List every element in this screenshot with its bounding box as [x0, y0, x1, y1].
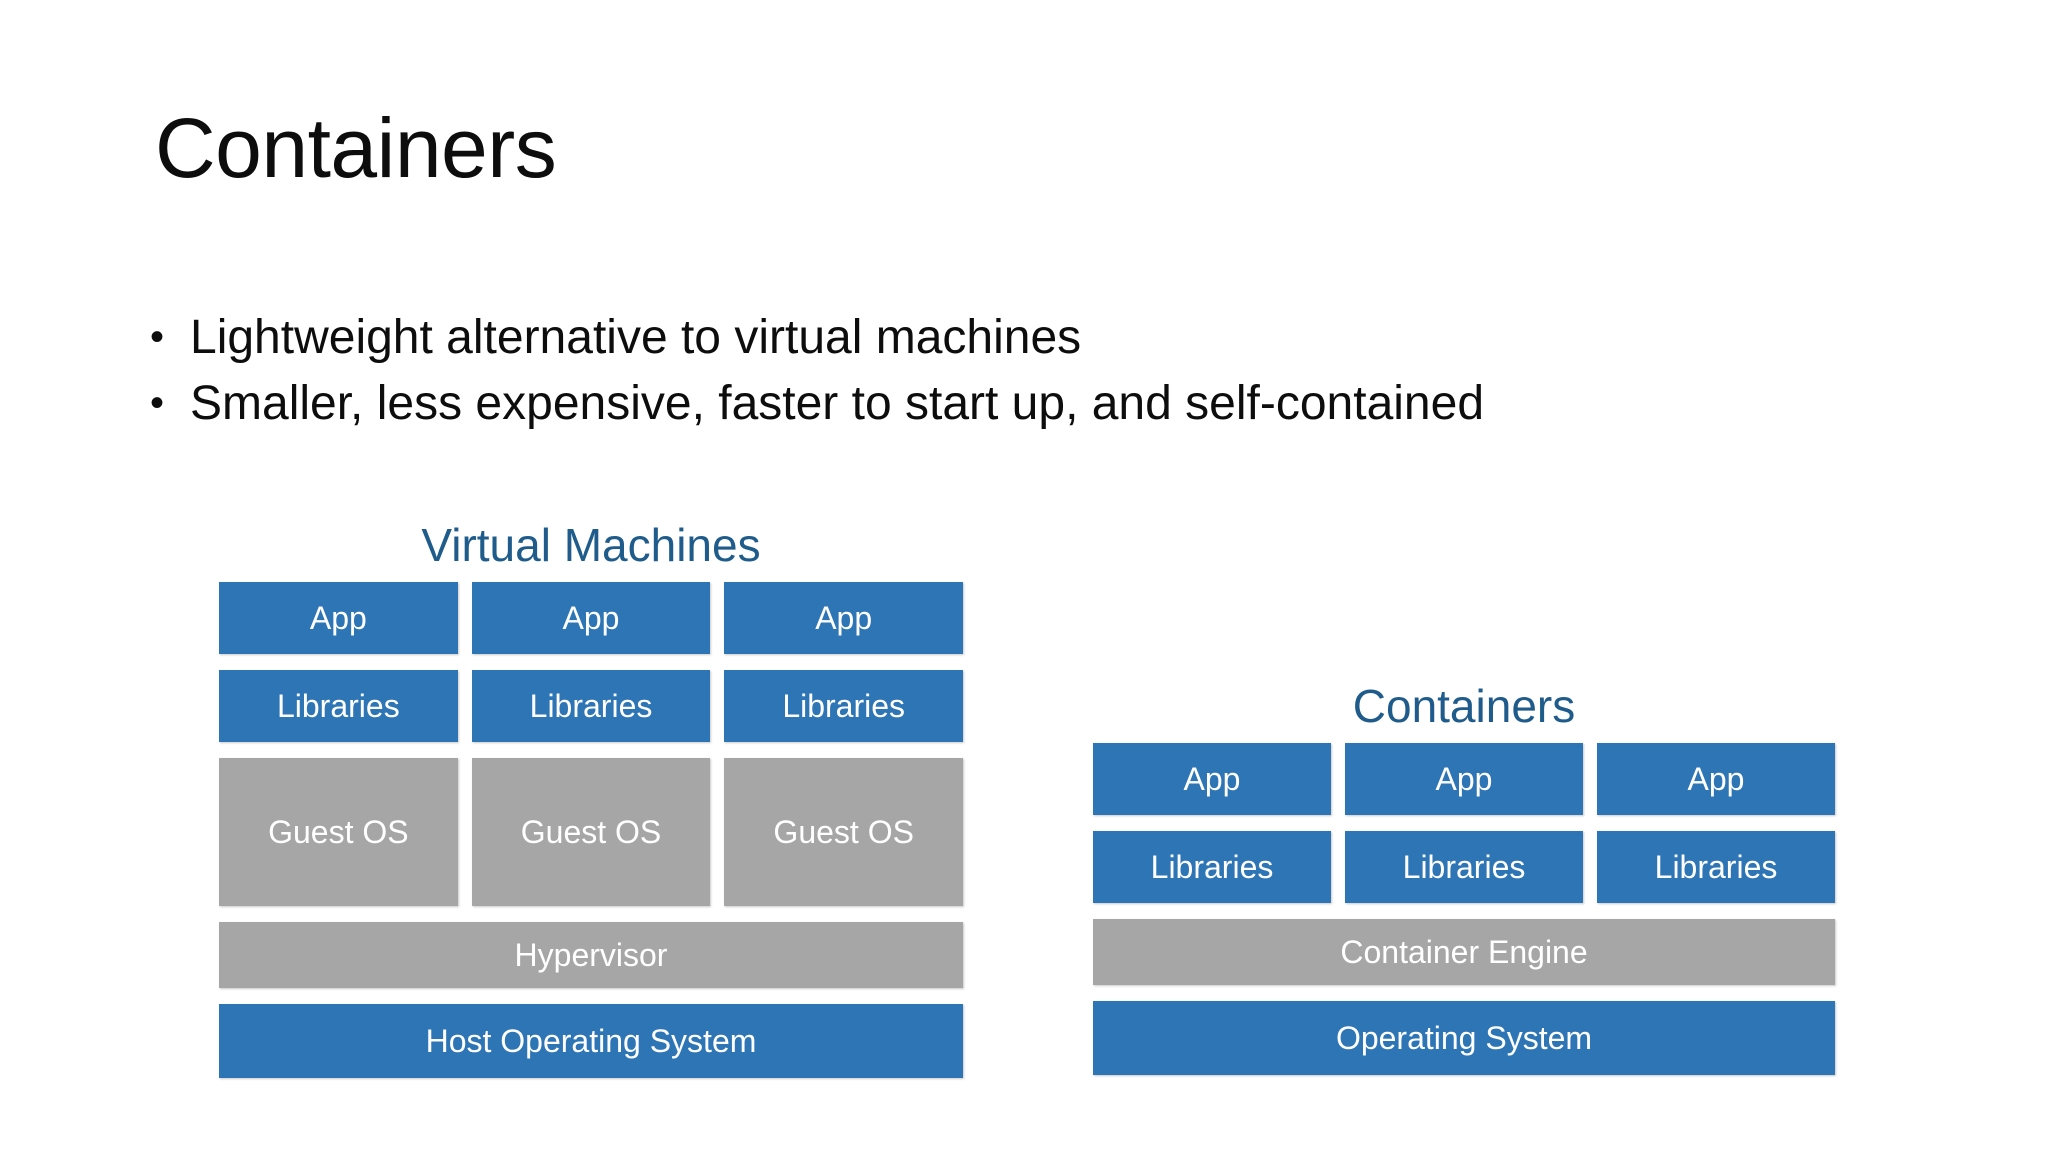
bullet-text: Lightweight alternative to virtual machi…: [190, 311, 1082, 364]
page-title: Containers: [155, 101, 557, 195]
container-operating-system-block: Operating System: [1093, 1001, 1835, 1075]
virtual-machines-heading: Virtual Machines: [421, 519, 761, 571]
vm-host-operating-system-block: Host Operating System: [219, 1004, 963, 1078]
vm-libraries-row: Libraries Libraries Libraries: [219, 670, 964, 742]
bullet-marker-icon: •: [150, 380, 165, 425]
container-app-block: App: [1345, 743, 1583, 815]
container-app-block: App: [1597, 743, 1835, 815]
bullet-text: Smaller, less expensive, faster to start…: [190, 376, 1485, 430]
bullet-list: • Lightweight alternative to virtual mac…: [150, 305, 1930, 437]
container-app-row: App App App: [1093, 743, 1835, 815]
virtual-machines-stack: Virtual Machines App App App Libraries L…: [219, 522, 964, 1078]
vm-guest-os-block: Guest OS: [219, 758, 458, 906]
vm-app-block: App: [724, 582, 964, 654]
vm-host-os-row: Host Operating System: [219, 1004, 963, 1078]
vm-libraries-block: Libraries: [471, 670, 711, 742]
container-libraries-block: Libraries: [1093, 831, 1331, 903]
container-app-block: App: [1093, 743, 1331, 815]
vm-libraries-block: Libraries: [724, 670, 964, 742]
containers-heading: Containers: [1352, 680, 1576, 732]
vm-app-block: App: [471, 582, 711, 654]
vm-guest-os-block: Guest OS: [471, 758, 711, 906]
bullet-marker-icon: •: [150, 315, 165, 359]
vm-hypervisor-block: Hypervisor: [219, 922, 963, 988]
list-item: • Smaller, less expensive, faster to sta…: [150, 371, 1930, 437]
container-engine-block: Container Engine: [1093, 919, 1835, 985]
vm-app-block: App: [219, 582, 458, 654]
container-engine-row: Container Engine: [1093, 919, 1835, 985]
vm-libraries-block: Libraries: [219, 670, 458, 742]
vm-guest-os-block: Guest OS: [724, 758, 964, 906]
list-item: • Lightweight alternative to virtual mac…: [150, 305, 1930, 371]
vm-guest-os-row: Guest OS Guest OS Guest OS: [219, 758, 964, 906]
vm-hypervisor-row: Hypervisor: [219, 922, 963, 988]
container-operating-system-row: Operating System: [1093, 1001, 1835, 1075]
container-libraries-row: Libraries Libraries Libraries: [1093, 831, 1835, 903]
container-libraries-block: Libraries: [1597, 831, 1835, 903]
container-libraries-block: Libraries: [1345, 831, 1583, 903]
vm-app-row: App App App: [219, 582, 964, 654]
containers-stack: Containers App App App Libraries Librari…: [1093, 683, 1835, 1075]
